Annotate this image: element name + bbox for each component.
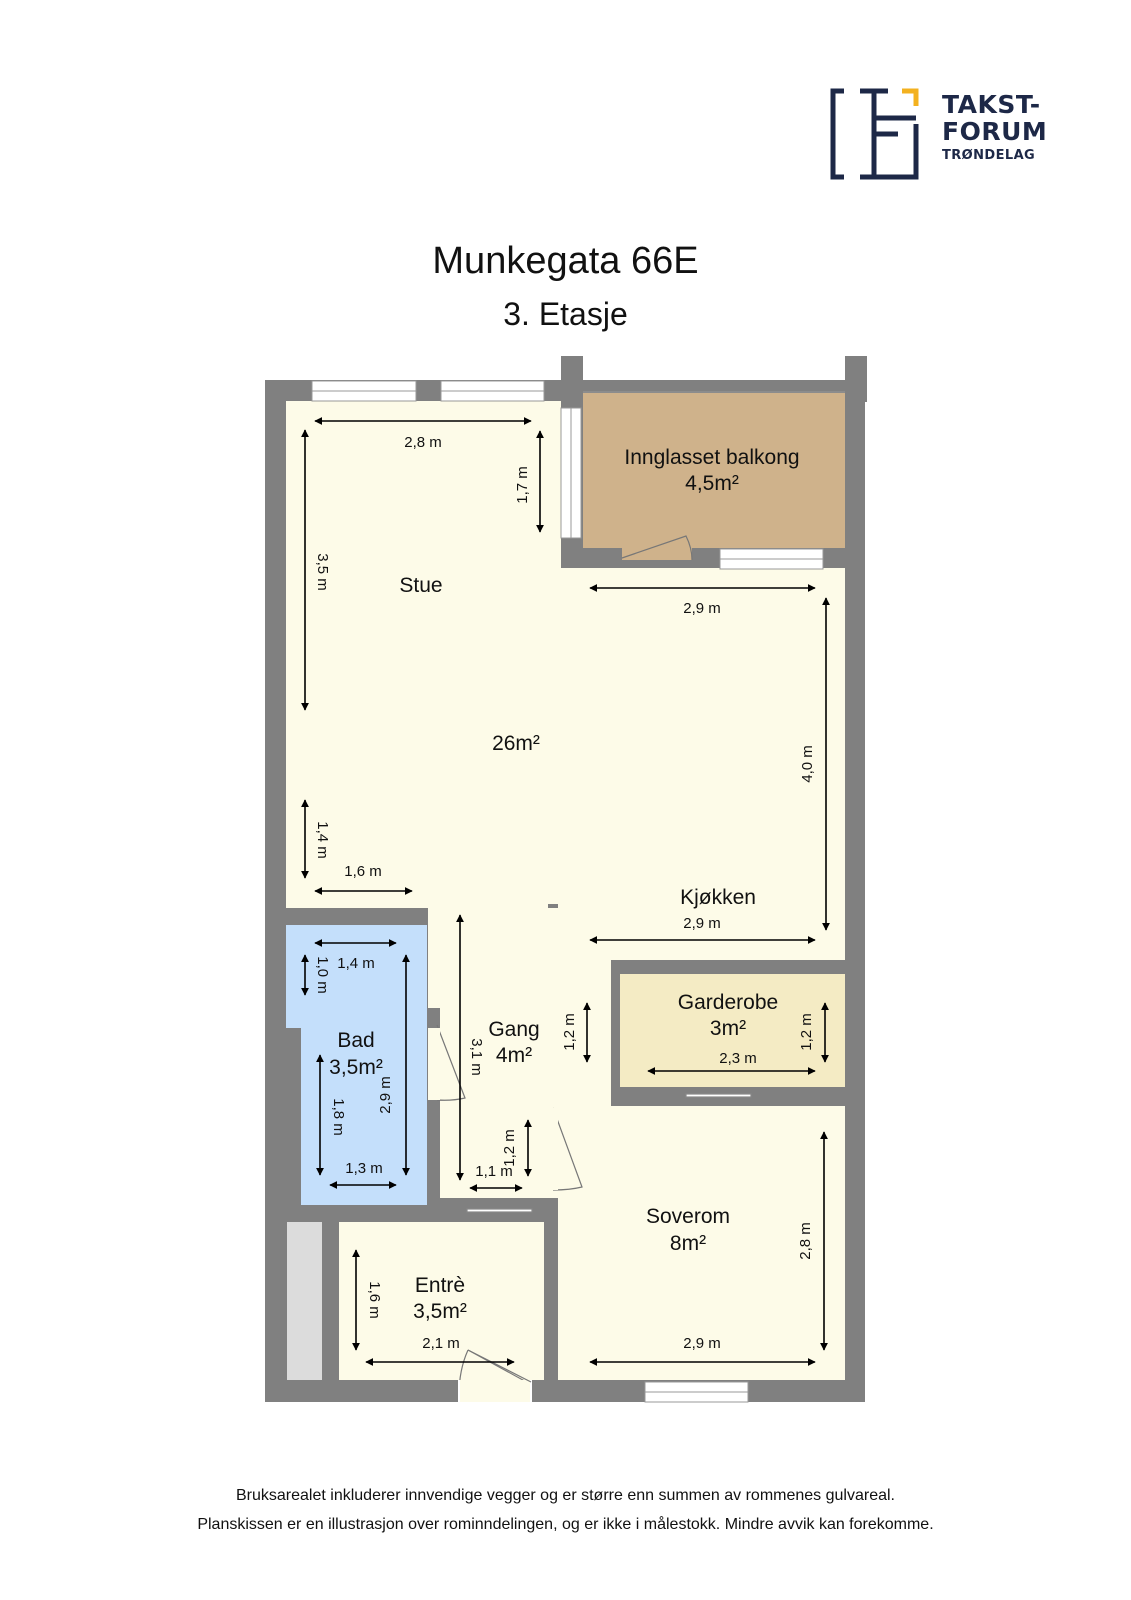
room-label-balkong: Innglasset balkong [624,446,799,469]
svg-text:1,2 m: 1,2 m [798,1013,815,1051]
svg-text:2,3 m: 2,3 m [719,1050,757,1067]
room-label-entre: Entrè [415,1274,465,1297]
svg-text:1,1 m: 1,1 m [475,1163,513,1180]
svg-text:3,1 m: 3,1 m [468,1038,485,1076]
svg-text:2,8 m: 2,8 m [404,434,442,451]
svg-text:1,6 m: 1,6 m [366,1281,383,1319]
takstforum-logo: TAKST- FORUM TRØNDELAG [830,88,1050,180]
room-area-stue: 26m² [492,732,540,755]
logo-line-3: TRØNDELAG [942,148,1036,163]
svg-text:1,4 m: 1,4 m [314,821,331,859]
logo-mark-icon [830,88,919,180]
svg-text:3,5 m: 3,5 m [314,553,331,591]
svg-text:1,2 m: 1,2 m [561,1013,578,1051]
soverom-floor [558,1106,845,1380]
svg-text:1,7 m: 1,7 m [514,466,531,504]
room-label-kjokken: Kjøkken [680,886,756,909]
svg-text:1,4 m: 1,4 m [337,955,375,972]
room-label-soverom: Soverom [646,1205,730,1228]
footer-note-disclaimer: Planskissen er en illustrasjon over romi… [197,1516,934,1533]
room-label-bad: Bad [337,1029,374,1052]
svg-text:1,3 m: 1,3 m [345,1160,383,1177]
floor-subtitle: 3. Etasje [503,296,628,332]
entre-floor [339,1222,544,1380]
sliding-door-entre [466,1208,533,1213]
room-label-stue: Stue [399,574,442,597]
logo-line-1: TAKST- [942,90,1041,119]
svg-text:2,9 m: 2,9 m [683,1335,721,1352]
svg-text:1,0 m: 1,0 m [314,956,331,994]
svg-text:2,9 m: 2,9 m [683,915,721,932]
dimension-lines [301,417,830,1366]
doors [428,535,752,1402]
svg-text:1,6 m: 1,6 m [344,863,382,880]
dimension-labels: 2,8 m 3,5 m 1,7 m 2,9 m 4,0 m 1,4 m 1,6 … [314,434,816,1352]
room-area-gang: 4m² [496,1044,532,1067]
room-area-balkong: 4,5m² [685,472,739,495]
room-floors [286,393,845,1380]
svg-text:1,8 m: 1,8 m [330,1098,347,1136]
svg-text:4,0 m: 4,0 m [799,745,816,783]
gang-floor-upper [548,960,611,1100]
svg-text:1,2 m: 1,2 m [501,1129,518,1167]
room-area-soverom: 8m² [670,1232,706,1255]
windows [311,380,845,1403]
room-labels: Stue 26m² Innglasset balkong 4,5m² Kjøkk… [329,446,799,1323]
stue-floor [286,401,845,1008]
bath-door [436,1024,466,1101]
room-area-bad: 3,5m² [329,1056,383,1079]
logo-line-2: FORUM [942,117,1048,146]
storage-strip [287,1222,322,1380]
sliding-door-garderobe [685,1093,752,1098]
svg-text:2,8 m: 2,8 m [797,1222,814,1260]
svg-text:2,9 m: 2,9 m [377,1076,394,1114]
room-area-garderobe: 3m² [710,1017,746,1040]
page-title: Munkegata 66E [432,240,699,282]
footer-note-area: Bruksarealet inkluderer innvendige vegge… [236,1487,895,1504]
room-area-entre: 3,5m² [413,1300,467,1323]
room-label-garderobe: Garderobe [678,991,778,1014]
svg-text:2,9 m: 2,9 m [683,600,721,617]
logo-text: TAKST- FORUM TRØNDELAG [942,92,1047,162]
balkong-floor [583,393,845,548]
room-label-gang: Gang [488,1018,539,1041]
balcony-door [621,535,693,561]
svg-text:2,1 m: 2,1 m [422,1335,460,1352]
